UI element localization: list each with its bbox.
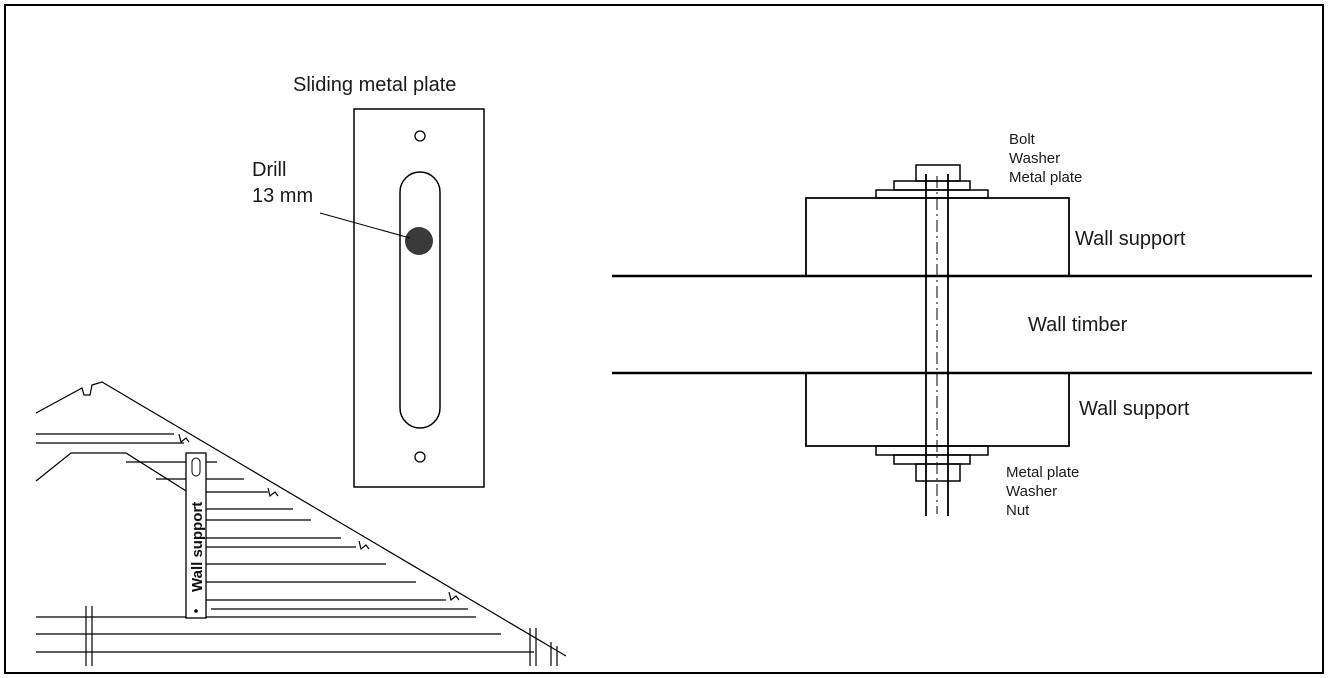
top-washer xyxy=(893,180,971,191)
wall-timber-label: Wall timber xyxy=(1028,314,1128,336)
wall-support-slot xyxy=(191,457,201,477)
inner-gable-line xyxy=(35,452,195,497)
roof-notch xyxy=(267,487,279,498)
upper-wall-support-label: Wall support xyxy=(1075,228,1186,250)
wall-support-hole xyxy=(194,609,198,613)
drill-leader-line xyxy=(319,212,411,239)
roof-notch xyxy=(448,591,460,602)
bottom-metal-plate-label: Metal plate xyxy=(1006,464,1079,481)
bottom-washer xyxy=(893,454,971,465)
wall-support-strip xyxy=(185,452,207,619)
nut-label: Nut xyxy=(1006,502,1030,519)
roof-edge xyxy=(35,381,567,657)
bottom-metal-plate xyxy=(875,445,989,456)
top-metal-plate xyxy=(875,189,989,199)
plate-slot xyxy=(399,171,441,429)
nut xyxy=(915,463,961,482)
wall-support-label: Wall support xyxy=(189,502,206,592)
bolt-head xyxy=(915,164,961,182)
roof-wall-support: Wall support xyxy=(185,452,207,619)
plate-bottom-hole xyxy=(414,451,426,463)
drill-label: Drill xyxy=(252,159,286,181)
top-metal-plate-label: Metal plate xyxy=(1009,169,1082,186)
roof-notch xyxy=(358,540,370,551)
sliding-metal-plate: Sliding metal plate Drill 13 mm xyxy=(252,74,485,488)
plate-top-hole xyxy=(414,130,426,142)
bottom-washer-label: Washer xyxy=(1006,483,1057,500)
drill-size-label: 13 mm xyxy=(252,185,313,207)
bolt-label: Bolt xyxy=(1009,131,1036,148)
roof-notch xyxy=(178,433,190,444)
top-washer-label: Washer xyxy=(1009,150,1060,167)
section-labels: Bolt Washer Metal plate Wall support Wal… xyxy=(1006,131,1190,519)
bolt-cross-section xyxy=(612,164,1312,516)
diagram-canvas: Sliding metal plate Drill 13 mm xyxy=(35,74,1312,666)
lower-wall-support-label: Wall support xyxy=(1079,398,1190,420)
plate-title: Sliding metal plate xyxy=(293,74,456,96)
diagram-frame: Sliding metal plate Drill 13 mm xyxy=(4,4,1324,674)
drill-hole xyxy=(405,227,433,255)
roof-gable-view xyxy=(35,381,567,666)
